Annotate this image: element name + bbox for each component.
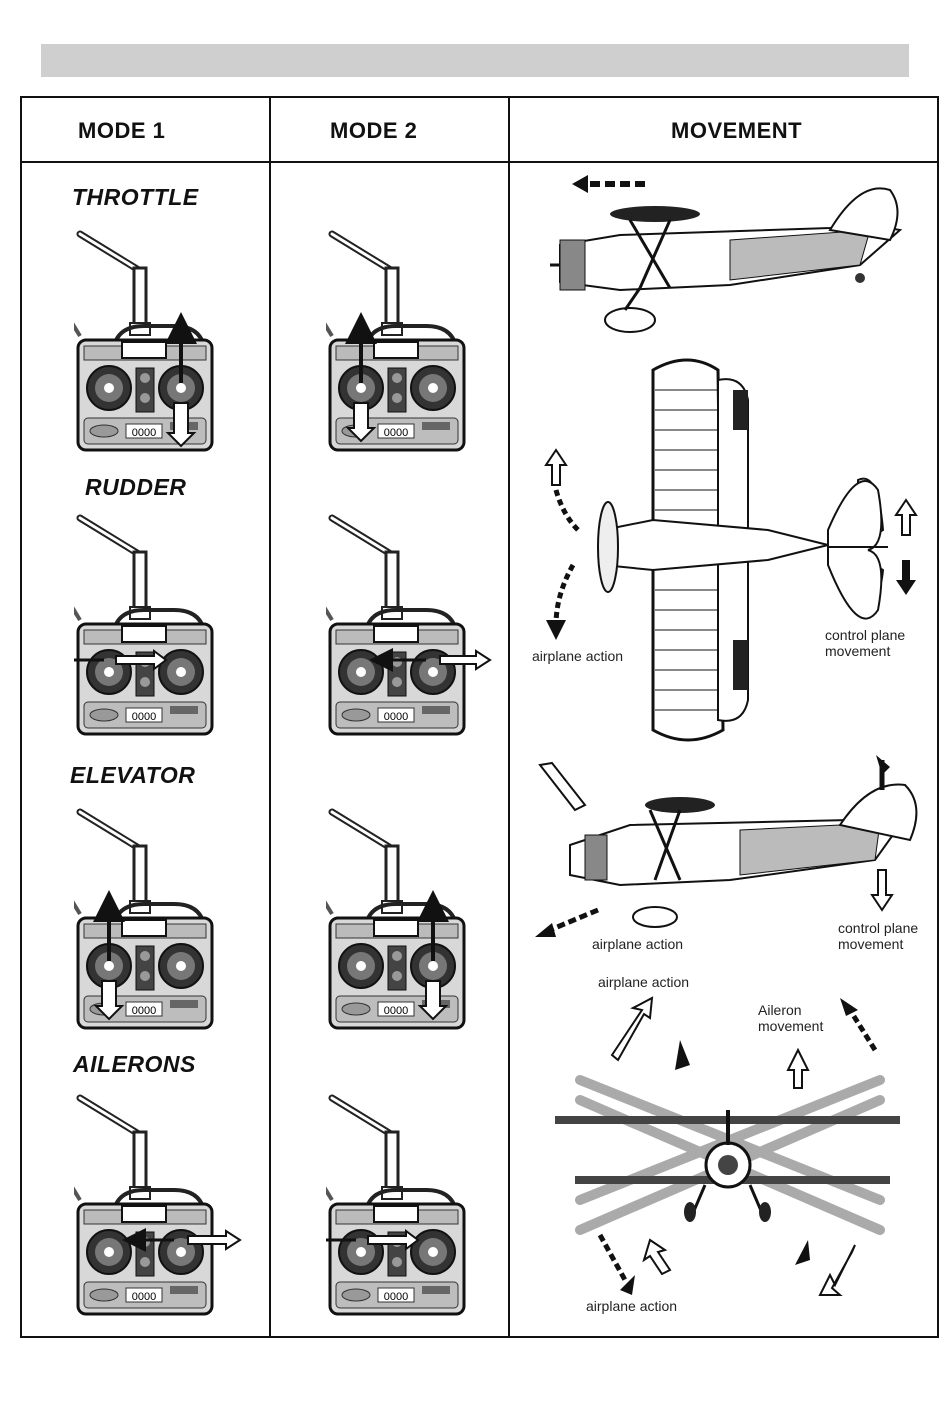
- arrow-down-icon: [546, 620, 566, 640]
- biplane-top-rudder: [528, 350, 928, 750]
- arrow-down-left-outline-icon: [820, 1245, 855, 1295]
- caption-rudder-control-plane: control plane movement: [825, 627, 905, 659]
- tx-display: 0000: [384, 711, 408, 723]
- biplane-side-throttle: [530, 170, 920, 345]
- label-ailerons: AILERONS: [73, 1051, 196, 1078]
- transmitter-elevator-mode-1: 0000: [74, 806, 244, 1031]
- caption-elevator-airplane-action: airplane action: [592, 936, 683, 952]
- arrow-down-left-icon: [535, 923, 556, 937]
- tx-display: 0000: [132, 1291, 156, 1303]
- arrow-up-outline-icon: [546, 450, 566, 485]
- transmitter-rudder-mode-1: 0000: [74, 512, 244, 737]
- column-divider-1: [269, 96, 271, 1338]
- transmitter-throttle-mode-2: 0000: [326, 228, 496, 453]
- transmitter-elevator-mode-2: 0000: [326, 806, 496, 1031]
- title-bar: [41, 44, 909, 77]
- arrow-up-icon: [675, 1040, 690, 1070]
- transmitter-rudder-mode-2: 0000: [326, 512, 496, 737]
- label-elevator: ELEVATOR: [70, 762, 195, 789]
- arrow-down-icon: [872, 870, 892, 910]
- tx-display: 0000: [384, 1005, 408, 1017]
- tx-display: 0000: [384, 427, 408, 439]
- arrow-up-left-icon: [840, 998, 858, 1016]
- arrow-up-left-icon: [540, 763, 585, 810]
- header-movement: MOVEMENT: [671, 118, 802, 144]
- tx-display: 0000: [384, 1291, 408, 1303]
- arrow-up-right-icon: [612, 998, 652, 1060]
- header-mode-2: MODE 2: [330, 118, 417, 144]
- header-divider: [20, 161, 939, 163]
- label-rudder: RUDDER: [85, 474, 186, 501]
- tx-display: 0000: [132, 1005, 156, 1017]
- caption-rudder-airplane-action: airplane action: [532, 648, 623, 664]
- arrow-down-icon: [896, 560, 916, 595]
- transmitter-ailerons-mode-2: 0000: [326, 1092, 496, 1317]
- column-divider-2: [508, 96, 510, 1338]
- label-throttle: THROTTLE: [72, 184, 199, 211]
- biplane-side-elevator: [530, 745, 930, 945]
- biplane-front-ailerons: [540, 990, 925, 1310]
- transmitter-ailerons-mode-1: 0000: [74, 1092, 244, 1317]
- caption-ailerons-airplane-action-bottom: airplane action: [586, 1298, 677, 1314]
- tx-display: 0000: [132, 711, 156, 723]
- transmitter-throttle-mode-1: 0000: [74, 228, 244, 453]
- arrow-outline-icon: [788, 1050, 808, 1088]
- arrow-up-icon: [896, 500, 916, 535]
- caption-aileron-movement: Aileron movement: [758, 1002, 823, 1034]
- caption-elevator-control-plane: control plane movement: [838, 920, 918, 952]
- tx-display: 0000: [132, 427, 156, 439]
- arrow-down-outline-icon: [644, 1240, 670, 1274]
- arrow-down-icon: [795, 1240, 810, 1265]
- caption-ailerons-airplane-action-top: airplane action: [598, 974, 689, 990]
- header-mode-1: MODE 1: [78, 118, 165, 144]
